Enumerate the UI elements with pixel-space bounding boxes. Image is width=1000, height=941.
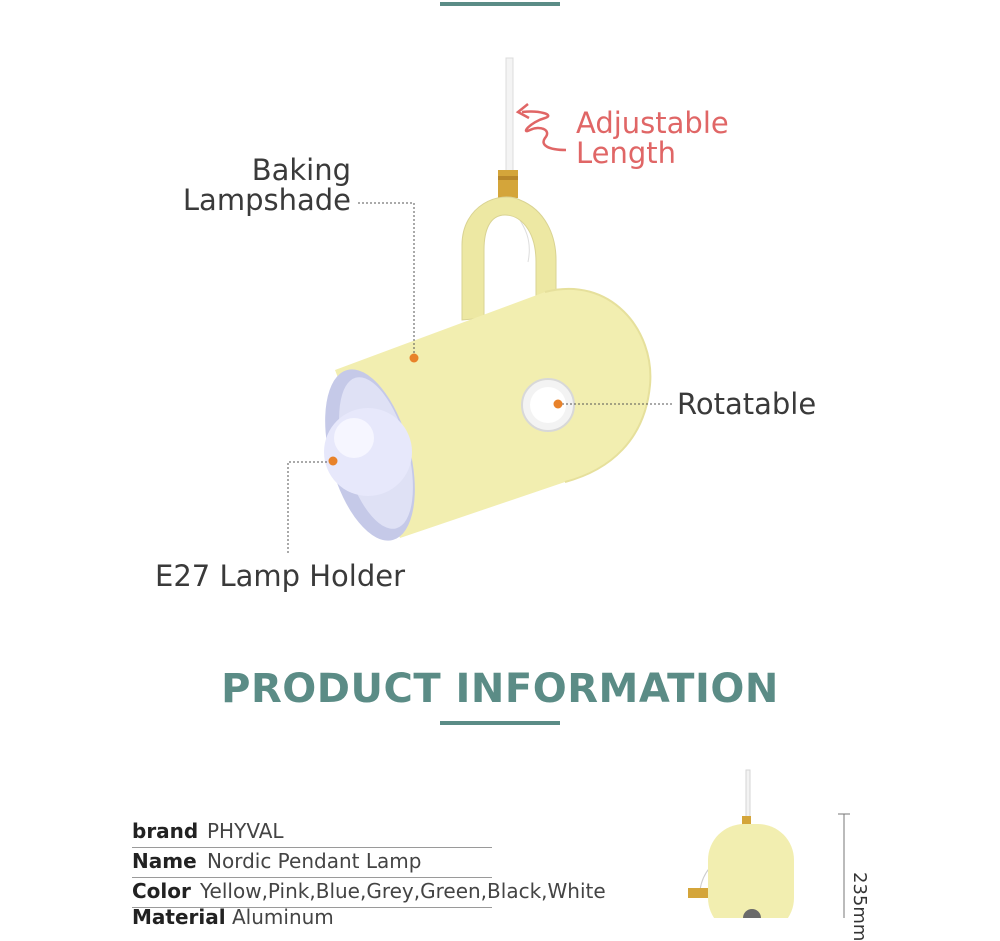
info-key: Material xyxy=(132,905,226,929)
lamp-thumbnail xyxy=(688,769,850,918)
info-divider xyxy=(132,847,492,848)
info-row-color: Color Yellow,Pink,Blue,Grey,Green,Black,W… xyxy=(132,876,606,906)
rotatable-label: Rotatable xyxy=(677,387,817,421)
info-key: Color xyxy=(132,879,191,903)
marker-dot-icon xyxy=(409,353,419,363)
info-value: Yellow,Pink,Blue,Grey,Green,Black,White xyxy=(200,879,606,903)
adjustable-line-2: Length xyxy=(576,136,677,170)
info-row-brand: brand PHYVAL xyxy=(132,816,284,846)
info-divider xyxy=(132,907,492,908)
baking-line-2: Lampshade xyxy=(182,183,351,217)
squiggle-arrow-icon xyxy=(515,103,567,152)
marker-dot-icon xyxy=(328,456,338,466)
info-key: brand xyxy=(132,819,199,843)
info-divider xyxy=(132,877,492,878)
section-title: PRODUCT INFORMATION xyxy=(221,666,779,712)
marker-dot-icon xyxy=(553,399,563,409)
dimension-label: 235mm xyxy=(849,872,870,941)
adjustable-line-1: Adjustable xyxy=(576,106,729,140)
baking-line-1: Baking xyxy=(251,153,351,187)
info-value: Aluminum xyxy=(232,905,334,929)
info-row-name: Name Nordic Pendant Lamp xyxy=(132,846,421,876)
baking-lampshade-label: Baking Lampshade xyxy=(150,155,351,215)
lamp-holder-label: E27 Lamp Holder xyxy=(155,559,406,593)
info-value: Nordic Pendant Lamp xyxy=(207,849,422,873)
top-accent-rule xyxy=(440,2,560,6)
adjustable-length-label: Adjustable Length xyxy=(576,108,729,168)
info-key: Name xyxy=(132,849,197,873)
section-title-underline xyxy=(440,721,560,725)
lamp-illustration xyxy=(287,57,672,553)
info-value: PHYVAL xyxy=(207,819,284,843)
